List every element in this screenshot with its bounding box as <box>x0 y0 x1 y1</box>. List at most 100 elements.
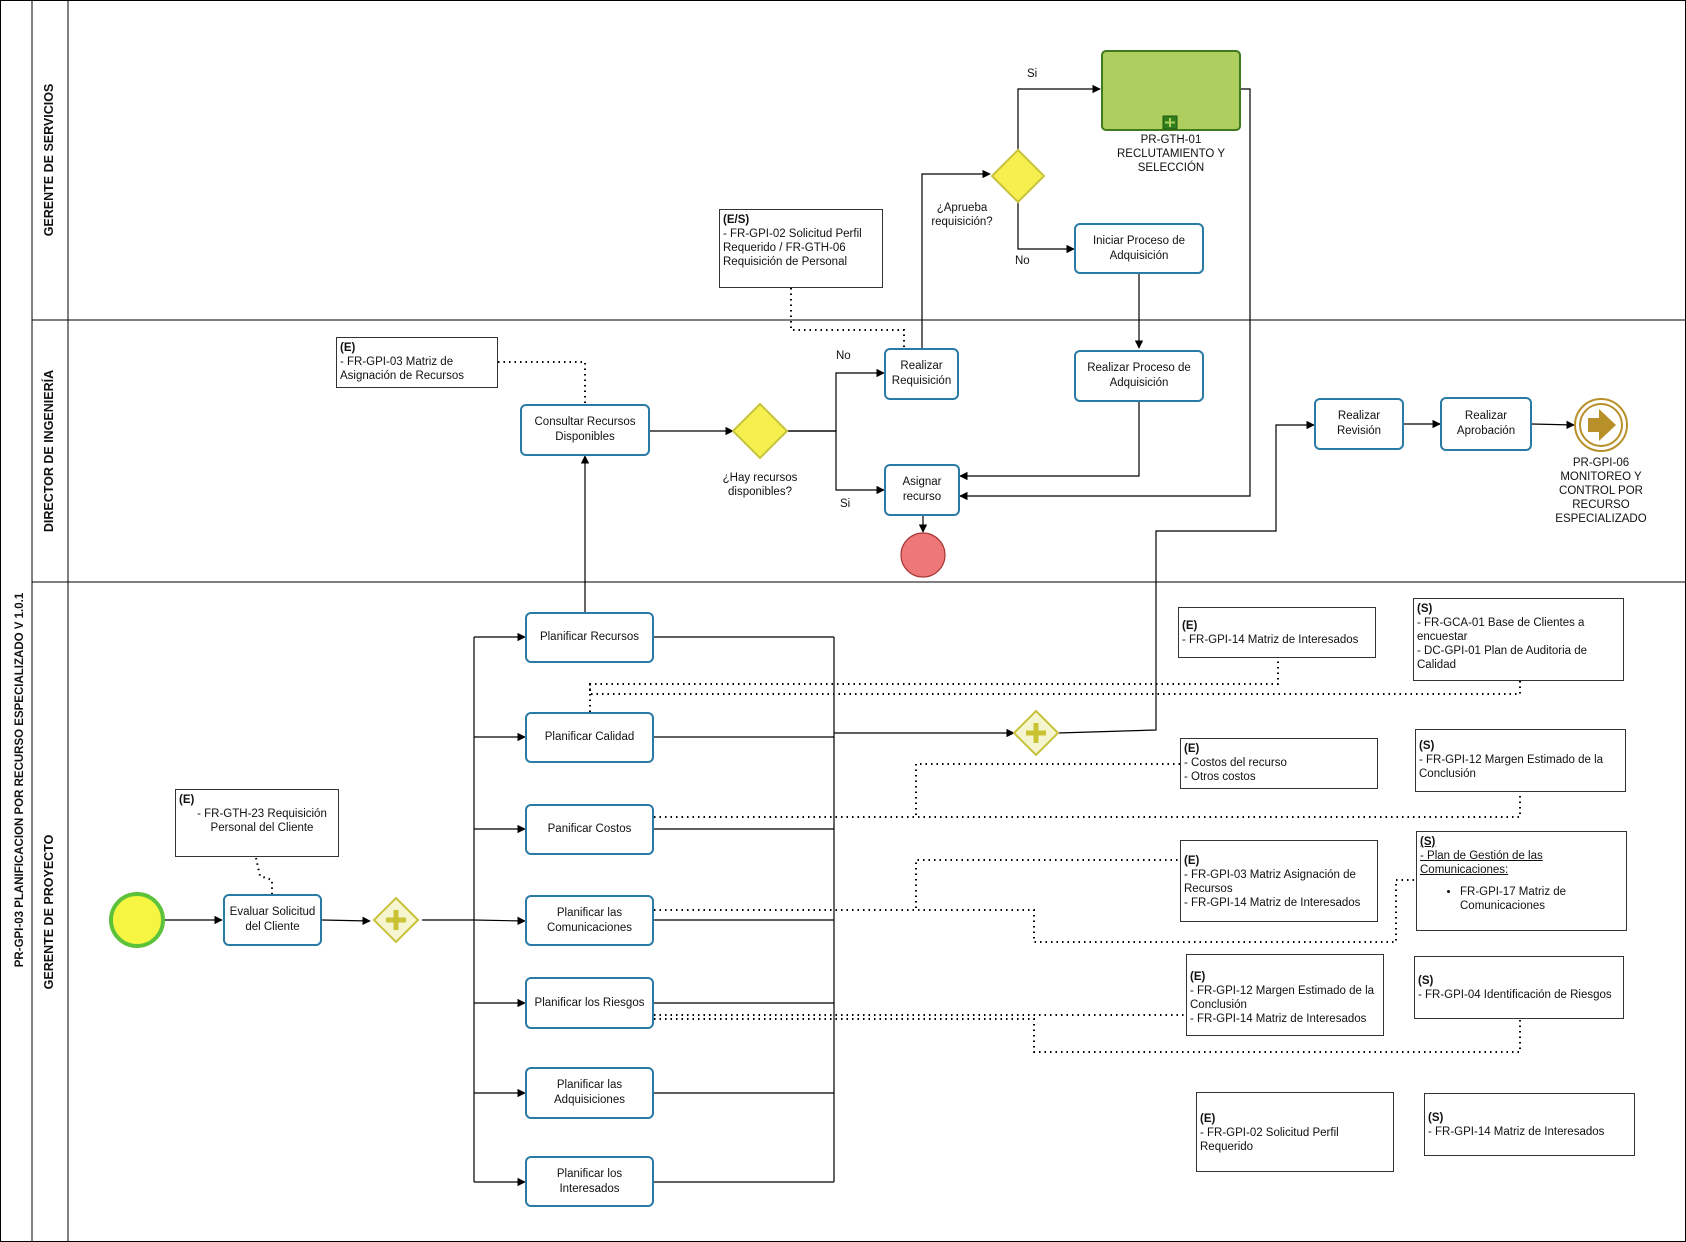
note-s-costos: (S) - FR-GPI-12 Margen Estimado de la Co… <box>1415 729 1626 792</box>
note-head: (E) <box>1182 620 1198 632</box>
note-plan: - Plan de Gestión de las Comunicaciones: <box>1420 850 1543 876</box>
flow-subprocess-asignar <box>959 88 1251 501</box>
note-bullet: FR-GPI-17 Matriz de Comunicaciones <box>1460 885 1623 913</box>
note-head: (S) <box>1419 740 1435 752</box>
arrow-right-icon <box>1588 409 1616 441</box>
note-e-costos: (E) - Costos del recurso - Otros costos <box>1180 738 1378 789</box>
lane-title-director: DIRECTOR DE INGENIERÍA <box>42 369 56 533</box>
note-head: (E) <box>1200 1113 1216 1125</box>
note-item: - FR-GPI-03 Matriz Asignación de Recurso… <box>1184 869 1356 895</box>
link-event-label: PR-GPI-06 MONITOREO Y CONTROL POR RECURS… <box>1555 457 1647 525</box>
task-planificar-comunicaciones[interactable]: Planificar las Comunicaciones <box>525 895 654 946</box>
note-item: - FR-GPI-14 Matriz de Interesados <box>1184 897 1361 909</box>
note-item: - FR-GPI-12 Margen Estimado de la Conclu… <box>1419 754 1604 780</box>
note-item: - FR-GCA-01 Base de Clientes a encuestar <box>1417 617 1585 643</box>
task-realizar-requisicion[interactable]: Realizar Requisición <box>884 348 959 400</box>
flow-label-si-recursos: Si <box>840 498 851 510</box>
flow-label-no-recursos: No <box>836 350 851 362</box>
end-event[interactable] <box>900 532 946 578</box>
lane-title-proyecto: GERENTE DE PROYECTO <box>42 834 56 990</box>
note-head: (S) <box>1417 603 1433 615</box>
note-e-adquisiciones: (E) - FR-GPI-02 Solicitud Perfil Requeri… <box>1196 1092 1394 1172</box>
note-s-comunicaciones: (S) - Plan de Gestión de las Comunicacio… <box>1416 831 1627 931</box>
gateway-label-aprueba: ¿Aprueba requisición? <box>931 202 993 228</box>
assoc-comunicaciones-e <box>654 859 1180 911</box>
note-item: - Costos del recurso <box>1184 757 1287 769</box>
note-item: - FR-GPI-04 Identificación de Riesgos <box>1418 989 1612 1001</box>
flow-label-no-aprueba: No <box>1015 255 1030 267</box>
flow-aprueba-no-iniciar <box>1017 200 1075 254</box>
plus-icon <box>386 910 406 930</box>
flow-label-si-top: Si <box>1027 68 1038 80</box>
parallel-gateway-split[interactable] <box>372 896 420 944</box>
exclusive-gateway-aprueba[interactable] <box>990 148 1046 204</box>
link-event[interactable] <box>1574 398 1628 452</box>
note-e-comunicaciones: (E) - FR-GPI-03 Matriz Asignación de Rec… <box>1180 840 1378 922</box>
flow-to-comunicaciones <box>473 916 526 926</box>
note-head: (E) <box>1184 743 1200 755</box>
note-head: (S) <box>1420 836 1436 848</box>
flow-realizar-asignar <box>959 402 1140 481</box>
note-s-calidad: (S) - FR-GCA-01 Base de Clientes a encue… <box>1413 598 1624 681</box>
flow-gateway-si-asignar <box>786 430 885 495</box>
note-item: - FR-GPI-14 Matriz de Interesados <box>1190 1013 1367 1025</box>
pool-title: PR-GPI-03 PLANIFICACION POR RECURSO ESPE… <box>14 592 26 968</box>
note-s-riesgos: (S) - FR-GPI-04 Identificación de Riesgo… <box>1414 956 1624 1019</box>
flow-aprueba-si-subprocess <box>1017 84 1101 150</box>
gateway-label-hay-recursos: ¿Hay recursos disponibles? <box>722 472 798 498</box>
flow-gateway-no-requisicion <box>786 368 885 432</box>
note-e-interesados: (E) - FR-GPI-14 Matriz de Interesados <box>1178 607 1376 658</box>
note-item: - FR-GPI-12 Margen Estimado de la Conclu… <box>1190 985 1375 1011</box>
task-asignar-recurso[interactable]: Asignar recurso <box>884 464 960 516</box>
note-head: (E/S) <box>723 214 750 226</box>
subprocess-reclutamiento[interactable] <box>1101 50 1241 131</box>
note-fr-gpi-03: (E) - FR-GPI-03 Matriz de Asignación de … <box>336 337 498 388</box>
note-head: (E) <box>179 794 195 806</box>
task-planificar-interesados[interactable]: Planificar los Interesados <box>525 1156 654 1207</box>
assoc-gpi03 <box>498 361 586 404</box>
flow-requisicion-aprueba <box>921 169 991 348</box>
note-item: - DC-GPI-01 Plan de Auditoria de Calidad <box>1417 645 1588 671</box>
assoc-riesgos-s <box>654 1018 1521 1053</box>
note-item: - FR-GPI-14 Matriz de Interesados <box>1428 1126 1605 1138</box>
note-head: (S) <box>1428 1112 1444 1124</box>
task-realizar-adquisicion[interactable]: Realizar Proceso de Adquisición <box>1074 350 1204 402</box>
note-list: FR-GPI-17 Matriz de Comunicaciones <box>1420 885 1623 913</box>
note-e-riesgos: (E) - FR-GPI-12 Margen Estimado de la Co… <box>1186 954 1384 1036</box>
flow-aprobacion-link <box>1531 420 1575 430</box>
flow-evaluar-gateway <box>321 916 371 926</box>
parallel-gateway-join[interactable] <box>1012 709 1060 757</box>
plus-icon <box>1026 723 1046 743</box>
note-head: (E) <box>340 342 356 354</box>
start-event[interactable] <box>109 892 165 948</box>
note-item: - FR-GPI-02 Solicitud Perfil Requerido /… <box>723 228 862 268</box>
task-iniciar-adquisicion[interactable]: Iniciar Proceso de Adquisición <box>1074 223 1204 274</box>
note-fr-gth-23: (E) - FR-GTH-23 Requisición Personal del… <box>175 789 339 857</box>
note-item: - FR-GPI-03 Matriz de Asignación de Recu… <box>340 356 465 382</box>
task-realizar-revision[interactable]: Realizar Revisión <box>1314 398 1404 450</box>
task-planificar-calidad[interactable]: Planificar Calidad <box>525 712 654 763</box>
lane-title-servicios: GERENTE DE SERVICIOS <box>42 83 56 237</box>
note-item: - FR-GPI-14 Matriz de Interesados <box>1182 634 1359 646</box>
task-planificar-costos[interactable]: Panificar Costos <box>525 804 654 855</box>
assoc-calidad-s <box>589 680 1521 695</box>
task-evaluar-solicitud[interactable]: Evaluar Solicitud del Cliente <box>223 894 322 946</box>
task-planificar-adquisiciones[interactable]: Planificar las Adquisiciones <box>525 1067 654 1119</box>
note-s-interesados: (S) - FR-GPI-14 Matriz de Interesados <box>1424 1093 1635 1156</box>
assoc-gth23 <box>255 857 273 894</box>
assoc-costos-s <box>654 792 1521 818</box>
task-planificar-riesgos[interactable]: Planificar los Riesgos <box>525 977 654 1029</box>
task-planificar-recursos[interactable]: Planificar Recursos <box>525 612 654 663</box>
assoc-costos-e <box>654 763 1180 818</box>
note-head: (E) <box>1184 855 1200 867</box>
task-realizar-aprobacion[interactable]: Realizar Aprobación <box>1440 397 1532 451</box>
assoc-gpi02 <box>790 288 905 348</box>
exclusive-gateway-hay-recursos[interactable] <box>731 402 789 460</box>
flow-gateway-revision <box>1057 420 1315 734</box>
assoc-calidad-interesados <box>589 652 1279 712</box>
note-fr-gpi-02-es: (E/S) - FR-GPI-02 Solicitud Perfil Reque… <box>719 209 883 288</box>
note-item: - FR-GPI-02 Solicitud Perfil Requerido <box>1200 1127 1339 1153</box>
task-consultar-recursos[interactable]: Consultar Recursos Disponibles <box>520 404 650 456</box>
note-item: - Otros costos <box>1184 771 1256 783</box>
